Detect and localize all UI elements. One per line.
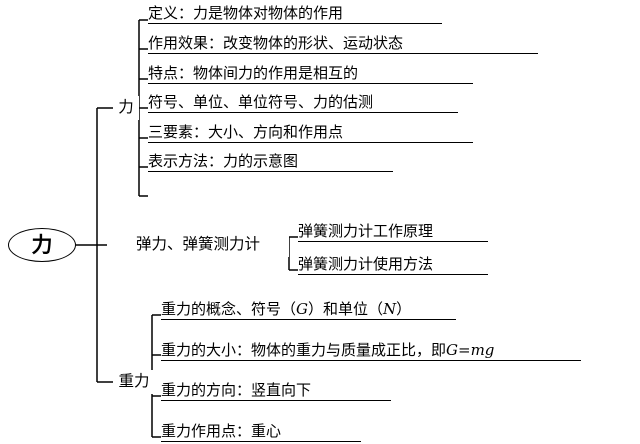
root-node: 力 <box>8 228 76 262</box>
leaf-effect: 作用效果：改变物体的形状、运动状态 <box>148 30 538 54</box>
leaf-gravity-direction: 重力的方向：竖直向下 <box>161 377 391 401</box>
branch-label-gravity: 重力 <box>113 370 155 394</box>
leaf-representation: 表示方法：力的示意图 <box>148 148 393 172</box>
branch-label-elastic: 弹力、弹簧测力计 <box>107 233 289 257</box>
leaf-gravity-point: 重力作用点：重心 <box>161 418 361 442</box>
leaf-characteristic: 特点：物体间力的作用是相互的 <box>148 60 473 84</box>
leaf-spring-principle: 弹簧测力计工作原理 <box>298 218 488 242</box>
leaf-symbol-unit: 符号、单位、单位符号、力的估测 <box>148 89 458 113</box>
leaf-three-elements: 三要素：大小、方向和作用点 <box>148 119 473 143</box>
leaf-definition: 定义：力是物体对物体的作用 <box>148 0 442 24</box>
leaf-gravity-concept: 重力的概念、符号（G）和单位（N） <box>161 296 456 320</box>
branch-label-li: 力 <box>113 96 139 120</box>
leaf-spring-usage: 弹簧测力计使用方法 <box>298 251 488 275</box>
